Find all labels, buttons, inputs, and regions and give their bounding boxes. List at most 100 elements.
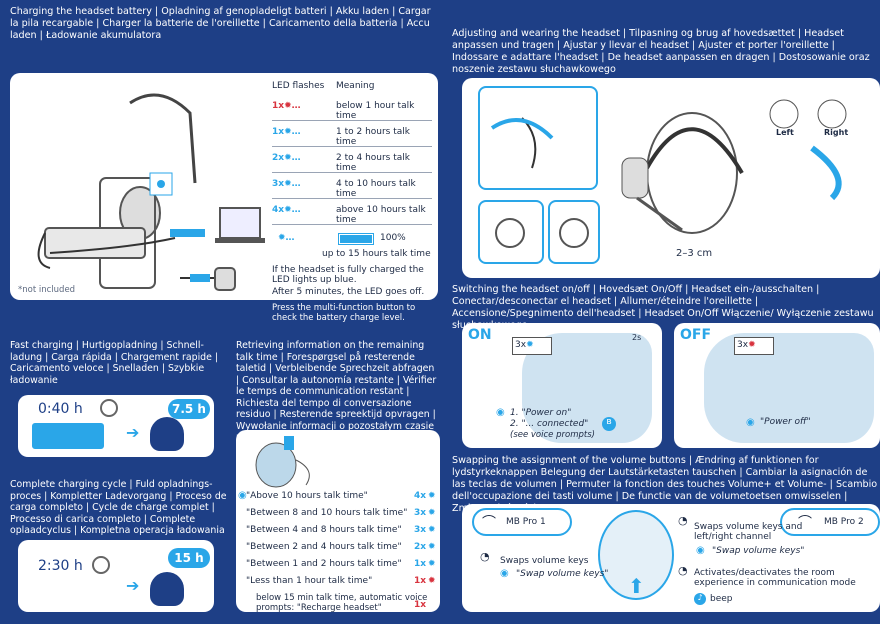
prompt-text: "Above 10 hours talk time" (246, 491, 368, 501)
battery-icon (338, 233, 374, 245)
swap-label: Swaps volume keys (500, 556, 589, 566)
charging-header: Charging the headset battery | Opladning… (10, 6, 431, 41)
led-red-icon: ✹… (284, 101, 301, 111)
swap-prompt: "Swap volume keys" (516, 569, 609, 579)
off-label: OFF (680, 327, 712, 343)
prompt-text: "Between 2 and 4 hours talk time" (246, 542, 402, 552)
charge-note3: Press the multi-function button to check… (272, 303, 416, 323)
led-blue-icon: ✹ (428, 542, 436, 552)
retrieve-header: Retrieving information on the remaining … (236, 340, 437, 443)
headset-icon: ⌒ (798, 515, 812, 531)
swap-lr-label: Swaps volume keys and left/right channel (694, 522, 803, 542)
prompt-count: 1x (414, 559, 427, 569)
led-blue-icon: ✹… (278, 233, 295, 243)
prompt-count: 2x (414, 542, 427, 552)
led-row: 1x✹… 1 to 2 hours talk time (272, 127, 432, 147)
timer-icon: ◔ (480, 550, 490, 563)
clock-icon (92, 556, 110, 574)
led-blue-icon: ✹ (428, 525, 436, 535)
battery-icon (32, 423, 104, 449)
led-meaning: 4 to 10 hours talk time (336, 179, 416, 199)
led-red-icon: ✹ (748, 340, 756, 350)
charge-note1: If the headset is fully charged the LED … (272, 265, 424, 285)
arrow-up-icon: ⬆ (628, 574, 645, 598)
arrow-icon: ➔ (126, 423, 140, 442)
led-row: 4x✹… above 10 hours talk time (272, 205, 432, 225)
prompt-row: "Between 2 and 4 hours talk time" 2x✹ (246, 542, 440, 552)
on-flash-box: 3x✹ (512, 337, 552, 355)
timer-icon: ◔ (678, 514, 688, 527)
headset-off-illustration (704, 333, 874, 443)
off-flash-box: 3x✹ (734, 337, 774, 355)
prompt-low2: prompts: "Recharge headset" (256, 603, 382, 612)
complete-header: Complete charging cycle | Fuld opladning… (10, 479, 227, 536)
on-label: ON (468, 327, 492, 343)
led-meaning: 1 to 2 hours talk time (336, 127, 410, 147)
voice-prompt-icon: ◉ (238, 490, 247, 501)
prompt-text: "Between 8 and 10 hours talk time" (246, 508, 408, 518)
prompt-low1: below 15 min talk time, automatic voice (256, 593, 428, 603)
mb2-label: MB Pro 2 (824, 517, 864, 527)
press-time: 2s (632, 333, 642, 342)
complete-result: 15 h (168, 548, 210, 568)
on-prompt1: 1. "Power on" (510, 408, 572, 418)
prompt-row: "Above 10 hours talk time"4x✹ (246, 491, 440, 501)
led-red-icon: ✹ (428, 576, 436, 586)
adjust-step1-frame (478, 86, 598, 190)
charge-note2: After 5 minutes, the LED goes off. (272, 287, 425, 297)
led-meaning: 2 to 4 hours talk time (336, 153, 410, 173)
led-blue-icon: ✹… (284, 127, 301, 137)
adjust-panel: Left Right 2–3 cm (462, 78, 880, 278)
room-exp-label: Activates/deactivates the room experienc… (694, 568, 856, 588)
full-percent: 100% (380, 233, 406, 243)
mb1-label: MB Pro 1 (506, 517, 546, 527)
prompt-row: "Between 4 and 8 hours talk time" 3x✹ (246, 525, 440, 535)
led-blue-icon: ✹… (284, 179, 301, 189)
charging-illustration (37, 93, 265, 291)
led-table: LED flashes Meaning 1x✹… below 1 hour ta… (272, 81, 437, 291)
prompt-count: 1x (414, 576, 427, 586)
talking-head-icon (150, 572, 184, 606)
left-label: Left (776, 128, 794, 137)
on-prompt3: (see voice prompts) (510, 430, 595, 440)
prompt-row: "Between 1 and 2 hours talk time" 1x✹ (246, 559, 440, 569)
led-count: 3x (272, 179, 285, 189)
sound-icon: ♪ (694, 593, 706, 605)
voice-prompt-icon: ◉ (500, 568, 509, 579)
prompt-text: "Between 1 and 2 hours talk time" (246, 559, 402, 569)
headset-swap-illustration (598, 510, 674, 600)
mb-pro-2-badge (780, 508, 880, 536)
prompt-row: "Less than 1 hour talk time"1x✹ (246, 576, 440, 586)
voice-prompt-icon: ◉ (496, 407, 505, 418)
full-meaning: up to 15 hours talk time (322, 249, 431, 259)
off-flash: 3x (737, 340, 749, 350)
voice-prompt-icon: ◉ (696, 545, 705, 556)
prompt-text: "Between 4 and 8 hours talk time" (246, 525, 402, 535)
fast-result: 7.5 h (168, 399, 210, 419)
bluetooth-icon: ʙ (602, 417, 616, 431)
prompt-count: 3x (414, 508, 427, 518)
off-panel: OFF 3x✹ ◉ "Power off" (674, 323, 880, 448)
talking-head-icon (150, 417, 184, 451)
led-blue-icon: ✹ (428, 559, 436, 569)
prompt-row: "Between 8 and 10 hours talk time" 3x✹ (246, 508, 440, 518)
led-blue-icon: ✹ (526, 340, 534, 350)
led-row: 2x✹… 2 to 4 hours talk time (272, 153, 432, 173)
led-blue-icon: ✹ (428, 508, 436, 518)
led-blue-icon: ✹… (284, 153, 301, 163)
on-panel: ON 3x✹ 2s 1. "Power on" 2. "... connecte… (462, 323, 662, 448)
led-col1: LED flashes (272, 81, 325, 91)
prompt-count: 3x (414, 525, 427, 535)
led-count: 4x (272, 205, 285, 215)
led-row: 1x✹… below 1 hour talk time (272, 101, 432, 121)
fast-time: 0:40 h (38, 401, 83, 417)
retrieve-panel: ◉ "Above 10 hours talk time"4x✹ "Between… (236, 430, 440, 612)
arrow-icon: ➔ (126, 576, 140, 595)
prompt-count: 4x (414, 491, 427, 501)
right-label: Right (824, 128, 849, 137)
led-count: 2x (272, 153, 285, 163)
clock-icon (100, 399, 118, 417)
swap-panel: ⌒ MB Pro 1 ⌒ MB Pro 2 ⬆ ◔ Swaps volume k… (462, 504, 880, 612)
on-flash: 3x (515, 340, 527, 350)
beep-label: beep (710, 594, 733, 604)
